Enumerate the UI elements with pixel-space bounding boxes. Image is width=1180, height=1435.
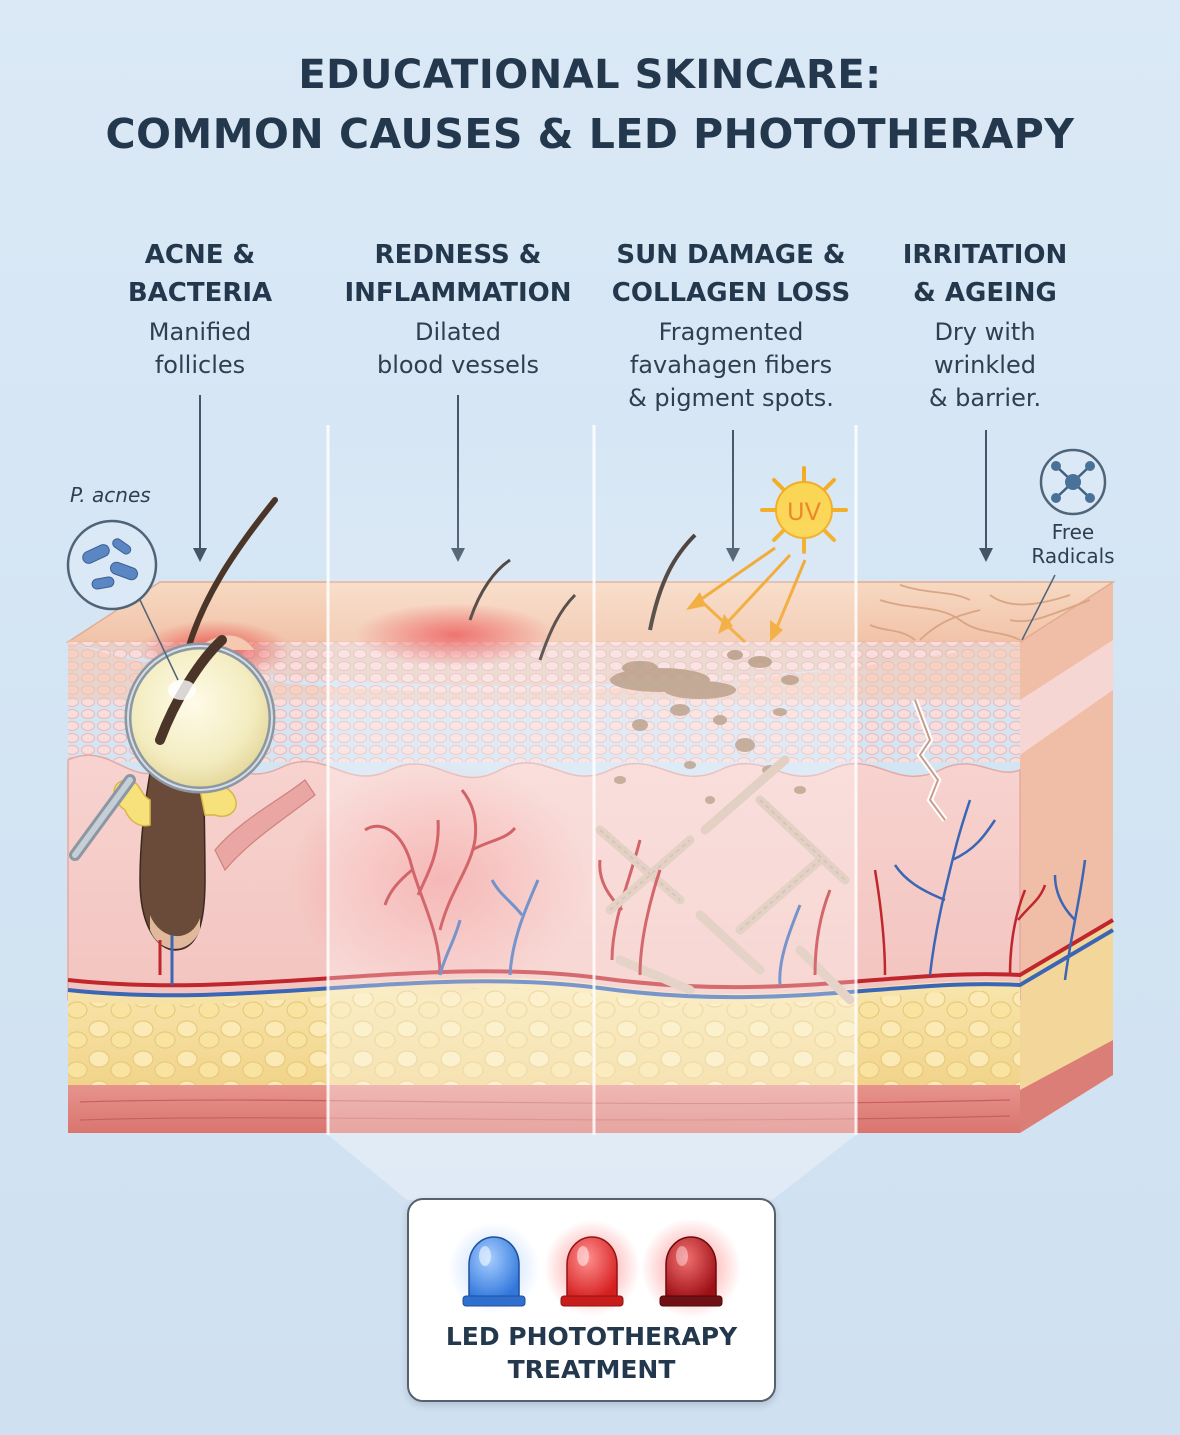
description-line: wrinkled (934, 351, 1036, 379)
description-line: Manified (148, 318, 252, 346)
description-line: Fragmented (658, 318, 804, 346)
description-line: Dry with (934, 318, 1036, 346)
heading-line: COLLAGEN LOSS (611, 278, 851, 308)
heading-line: IRRITATION (902, 240, 1068, 270)
column-description-acne: Manified follicles (100, 316, 300, 382)
heading-line: INFLAMMATION (344, 278, 572, 308)
heading-line: BACTERIA (127, 278, 273, 308)
deep-red-light-icon (659, 1236, 723, 1307)
description-line: follicles (154, 351, 246, 379)
bacteria-pointer (139, 599, 179, 681)
column-heading-acne: ACNE & BACTERIA (100, 236, 300, 312)
led-treatment-label: LED PHOTOTHERAPY TREATMENT (409, 1320, 774, 1386)
red-light-icon (560, 1236, 624, 1307)
description-line: Dilated (415, 318, 501, 346)
column-description-redness: Dilated blood vessels (337, 316, 579, 382)
page-title-line-1: EDUCATIONAL SKINCARE: (298, 52, 882, 98)
free-radicals-icon (1039, 448, 1107, 516)
heading-line: & AGEING (913, 278, 1057, 308)
light-funnel (328, 1135, 856, 1200)
led-treatment-card: LED PHOTOTHERAPY TREATMENT (407, 1198, 776, 1402)
light-beam-panel-left (328, 425, 594, 1135)
page-title-line-2: COMMON CAUSES & LED PHOTOTHERAPY (105, 110, 1075, 158)
column-description-sun-damage: Fragmented favahagen fibers & pigment sp… (598, 316, 864, 415)
column-description-irritation: Dry with wrinkled & barrier. (880, 316, 1090, 415)
column-heading-redness: REDNESS & INFLAMMATION (327, 236, 589, 312)
description-line: favahagen fibers (629, 351, 833, 379)
description-line: & barrier. (928, 384, 1042, 412)
hair-shaft (182, 497, 278, 663)
bacteria-label: P. acnes (70, 483, 151, 507)
free-radicals-label: Free Radicals (1026, 520, 1120, 568)
label-line: TREATMENT (507, 1355, 676, 1384)
led-lights-row (448, 1220, 741, 1318)
heading-line: SUN DAMAGE & (616, 240, 846, 270)
description-line: & pigment spots. (628, 384, 834, 412)
column-heading-irritation: IRRITATION & AGEING (880, 236, 1090, 312)
light-beam-panel-right (594, 425, 856, 1135)
label-line: Free (1051, 520, 1095, 544)
blue-light-icon (462, 1236, 526, 1307)
label-line: LED PHOTOTHERAPY (445, 1322, 738, 1351)
description-line: blood vessels (376, 351, 540, 379)
heading-line: REDNESS & (374, 240, 542, 270)
column-heading-sun-damage: SUN DAMAGE & COLLAGEN LOSS (598, 236, 864, 312)
skin-cracks (869, 584, 1091, 641)
heading-line: ACNE & (144, 240, 256, 270)
label-line: Radicals (1031, 544, 1115, 568)
